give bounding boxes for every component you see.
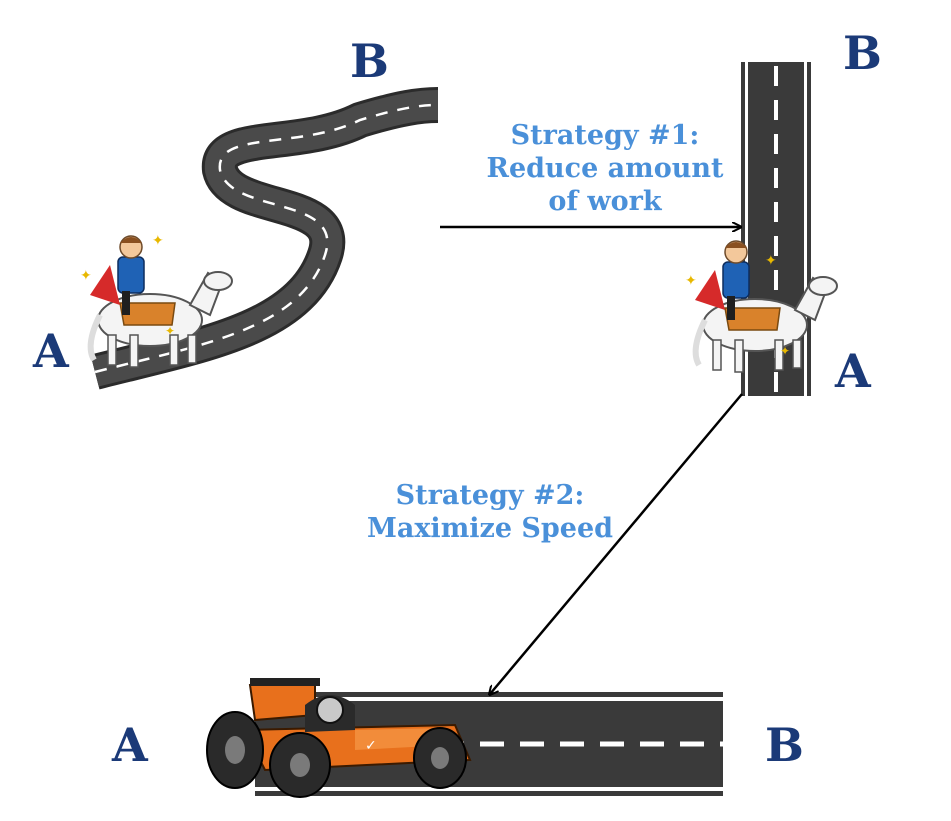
scene2-end-label: B — [843, 26, 882, 80]
svg-text:✦: ✦ — [765, 253, 777, 269]
strategy1-line2: Reduce amount — [486, 152, 724, 184]
svg-text:✦: ✦ — [165, 324, 175, 338]
strategy1-label: Strategy #1: Reduce amount of work — [470, 120, 740, 219]
scene2-start-label: A — [835, 344, 871, 398]
strategy2-title: Strategy #2: — [395, 480, 585, 511]
svg-text:✦: ✦ — [780, 344, 790, 358]
strategy2-label: Strategy #2: Maximize Speed — [355, 480, 625, 546]
scene3-end-label: B — [765, 718, 804, 772]
strategy1-line3: of work — [548, 185, 662, 217]
strategy1-title: Strategy #1: — [510, 120, 700, 151]
svg-text:✦: ✦ — [152, 233, 164, 249]
svg-text:✦: ✦ — [80, 268, 92, 284]
svg-text:✓: ✓ — [365, 738, 377, 754]
strategy2-line2: Maximize Speed — [366, 512, 614, 544]
scene1-end-label: B — [350, 34, 389, 88]
prince-on-horse-icon: ✦ ✦ ✦ — [80, 233, 233, 368]
scene1-start-label: A — [33, 324, 69, 378]
scene3-start-label: A — [112, 718, 148, 772]
winding-road — [90, 87, 439, 390]
race-car-icon: ✓ — [206, 678, 472, 798]
prince-on-horse-icon: ✦ ✦ ✦ — [685, 240, 838, 373]
svg-text:✦: ✦ — [685, 273, 697, 289]
strategy2-arrow — [490, 393, 743, 694]
